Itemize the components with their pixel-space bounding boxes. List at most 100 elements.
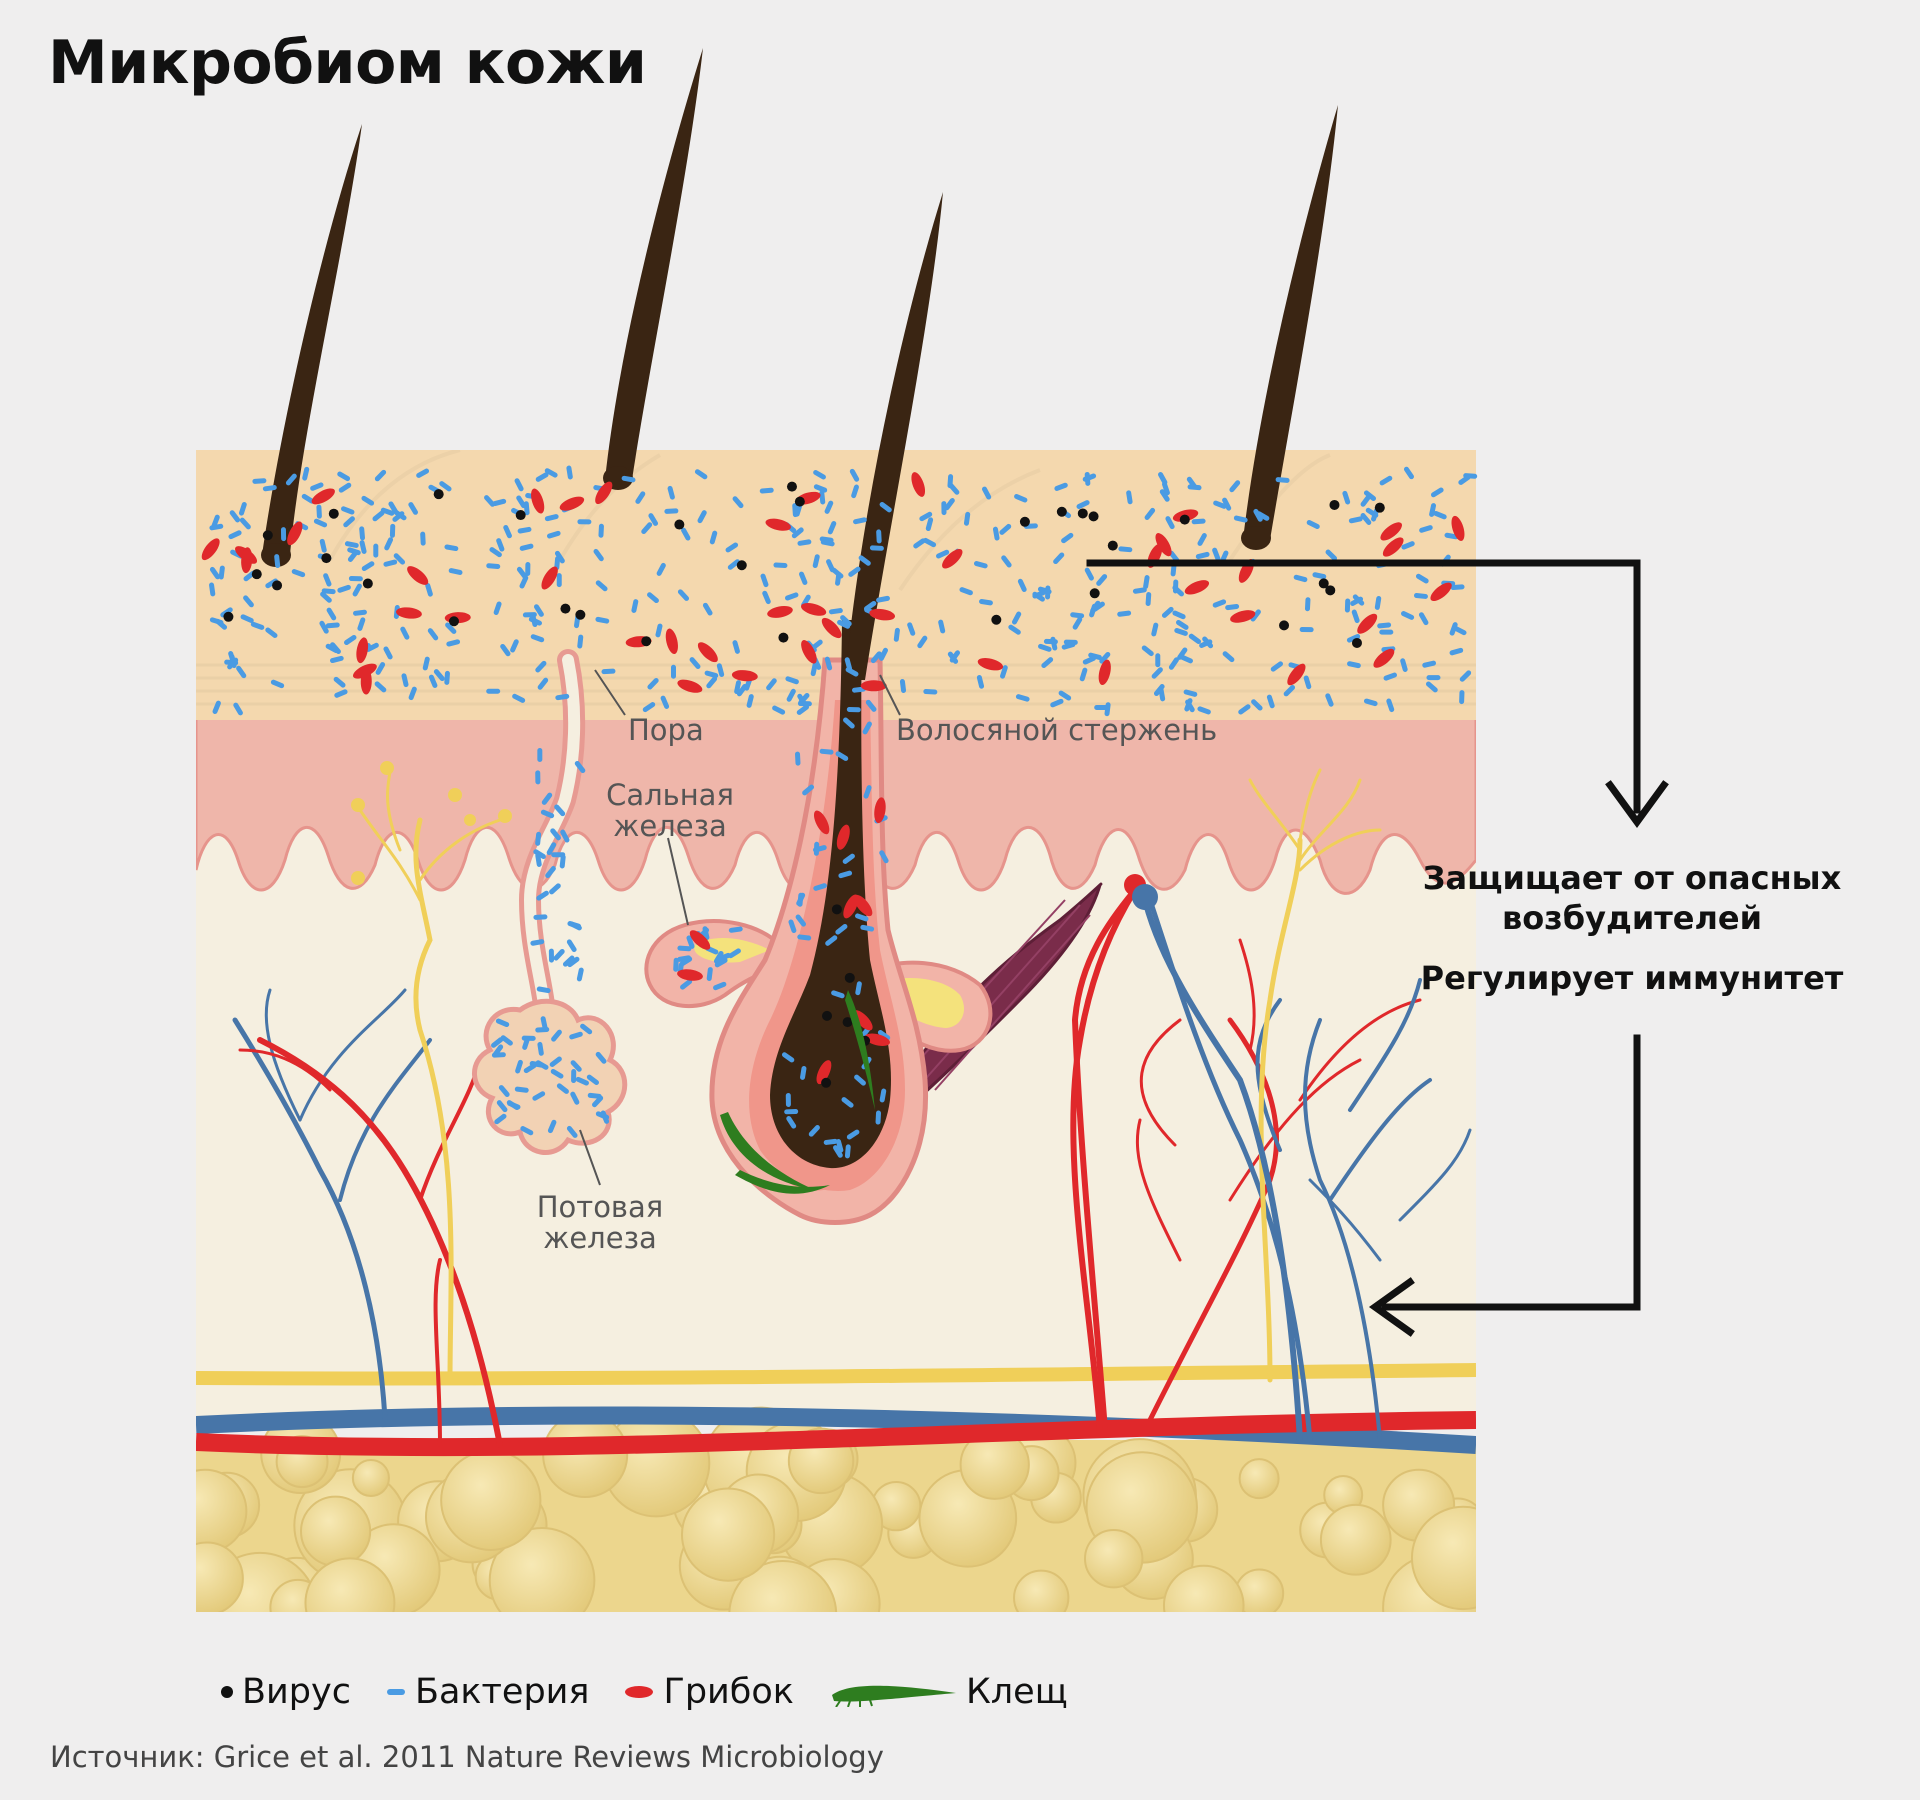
bacterium xyxy=(537,748,543,763)
bacterium xyxy=(535,853,542,867)
bacterium xyxy=(1374,596,1382,610)
sweat-gland xyxy=(472,998,628,1155)
virus xyxy=(1019,516,1030,527)
bacterium xyxy=(374,469,387,482)
fungus xyxy=(241,547,253,574)
bacterium xyxy=(813,484,828,493)
bacterium xyxy=(416,468,430,478)
virus xyxy=(821,1077,832,1088)
bacterium xyxy=(925,517,934,532)
microbes-layer xyxy=(201,465,1478,1159)
main-artery xyxy=(196,1411,1476,1457)
bacterium xyxy=(1082,655,1096,665)
bacterium xyxy=(810,639,823,651)
bacterium xyxy=(1342,490,1351,505)
bacterium xyxy=(321,588,336,595)
bacterium xyxy=(548,948,555,963)
virus xyxy=(736,560,747,571)
bacterium xyxy=(876,595,890,603)
bacterium xyxy=(353,609,367,616)
bacterium xyxy=(595,1051,607,1064)
bacterium xyxy=(870,651,882,664)
virus xyxy=(1089,588,1100,599)
bacterium xyxy=(981,486,992,500)
bacterium xyxy=(359,540,367,554)
label-pore: Пора xyxy=(628,713,704,747)
fungus xyxy=(911,472,926,497)
virus xyxy=(251,569,262,580)
bacterium xyxy=(592,1095,604,1108)
bacterium xyxy=(677,589,690,601)
bacterium xyxy=(746,694,754,708)
bacterium xyxy=(236,665,247,679)
bacterium xyxy=(337,471,351,482)
fungus xyxy=(665,628,678,655)
bacterium xyxy=(338,482,352,493)
bacterium xyxy=(567,956,580,968)
fungus xyxy=(869,608,896,621)
bacterium xyxy=(212,700,221,714)
bacterium xyxy=(1251,699,1263,711)
bacterium xyxy=(540,809,555,819)
bacterium xyxy=(716,663,725,677)
bacterium xyxy=(586,1074,600,1085)
bacterium xyxy=(923,537,937,548)
fat-cell xyxy=(299,1495,372,1567)
bacterium xyxy=(865,699,877,712)
bacterium xyxy=(1186,476,1198,490)
fungus xyxy=(801,640,817,664)
bacterium xyxy=(500,643,511,657)
bacterium xyxy=(1275,477,1290,483)
bacterium xyxy=(1348,516,1363,524)
virus xyxy=(362,578,373,589)
bacterium xyxy=(673,957,679,972)
bacterium xyxy=(528,616,542,626)
capillary-vein-end xyxy=(1132,884,1158,910)
bacterium xyxy=(797,700,812,707)
bacterium xyxy=(229,510,241,523)
bacterium xyxy=(1185,699,1195,713)
fungus xyxy=(531,488,545,514)
bacterium xyxy=(1132,587,1147,594)
bacterium xyxy=(825,935,838,946)
bacterium xyxy=(551,852,566,858)
bacterium xyxy=(824,500,834,514)
bacterium xyxy=(1058,690,1072,701)
virus xyxy=(991,614,1002,625)
bacterium xyxy=(808,1125,820,1137)
bacterium xyxy=(1449,647,1464,656)
bacterium xyxy=(1293,574,1308,583)
bacterium xyxy=(274,554,281,569)
bacterium xyxy=(1045,585,1051,600)
bacterium xyxy=(879,1088,887,1103)
bacterium xyxy=(694,469,708,480)
bacterium xyxy=(1104,702,1111,717)
bacterium xyxy=(506,1100,520,1111)
bacterium xyxy=(445,622,457,634)
bacterium xyxy=(570,1060,582,1072)
fungus xyxy=(977,658,1004,671)
bacterium xyxy=(574,760,586,774)
bacterium xyxy=(788,919,797,933)
bacterium xyxy=(380,507,395,516)
bacterium xyxy=(577,519,592,525)
bacterium xyxy=(211,514,220,529)
bacterium xyxy=(559,854,566,869)
bacterium xyxy=(374,681,387,693)
bacterium xyxy=(228,530,242,540)
bacterium xyxy=(1072,616,1083,630)
bacterium xyxy=(262,485,277,492)
label-leaders xyxy=(579,669,901,1186)
bacterium xyxy=(1151,667,1163,679)
bacterium xyxy=(243,595,254,608)
bacterium xyxy=(494,1113,507,1125)
bacterium xyxy=(647,678,659,690)
bacterium xyxy=(797,934,812,941)
bacterium xyxy=(1017,578,1027,592)
bacterium xyxy=(717,952,731,962)
bacterium xyxy=(869,545,884,551)
fungus xyxy=(1155,533,1172,557)
bacterium xyxy=(979,598,993,606)
fungus xyxy=(860,680,887,692)
bacterium xyxy=(1256,511,1270,521)
